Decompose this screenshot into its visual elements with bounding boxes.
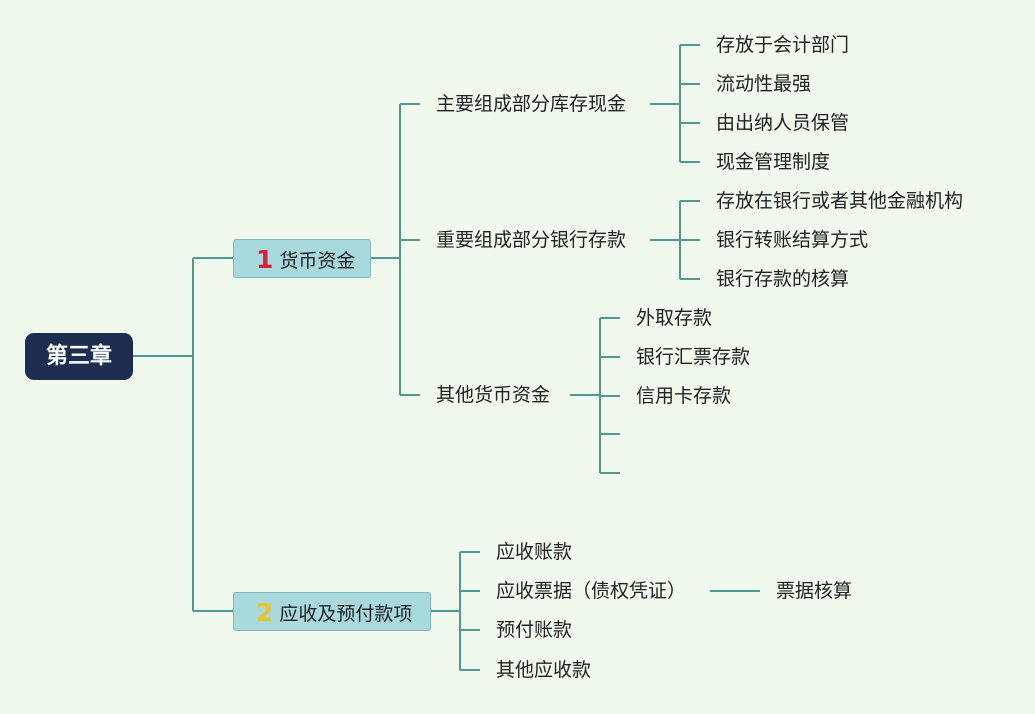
topic-bank-deposits[interactable]: 重要组成部分银行存款 (436, 229, 627, 251)
branch-label: 货币资金 (279, 250, 356, 272)
leaf-item[interactable]: 银行汇票存款 (636, 346, 751, 368)
leaf-item[interactable]: 现金管理制度 (716, 151, 831, 173)
leaf-item[interactable]: 银行转账结算方式 (716, 229, 869, 251)
leaf-item[interactable]: 银行存款的核算 (716, 268, 850, 290)
leaf-item-bill-accounting[interactable]: 票据核算 (776, 580, 853, 602)
leaf-item[interactable]: 由出纳人员保管 (716, 112, 850, 134)
topic-cash-on-hand[interactable]: 主要组成部分库存现金 (436, 93, 627, 115)
branch-number: 2 (256, 598, 274, 627)
leaf-item[interactable]: 应收账款 (496, 541, 573, 563)
leaf-item[interactable]: 其他应收款 (496, 659, 592, 681)
leaf-item[interactable]: 预付账款 (496, 619, 573, 641)
branch-number: 1 (256, 245, 274, 274)
leaf-item[interactable]: 信用卡存款 (636, 385, 732, 407)
leaf-item[interactable]: 应收票据（债权凭证） (496, 580, 687, 602)
leaf-item[interactable]: 存放于会计部门 (716, 34, 850, 56)
leaf-item[interactable]: 流动性最强 (716, 73, 812, 95)
root-node[interactable]: 第三章 (25, 333, 133, 380)
leaf-item[interactable]: 存放在银行或者其他金融机构 (716, 190, 964, 212)
topic-other-funds[interactable]: 其他货币资金 (436, 384, 551, 406)
leaf-item[interactable]: 外取存款 (636, 307, 713, 329)
branch-label: 应收及预付款项 (279, 603, 413, 625)
